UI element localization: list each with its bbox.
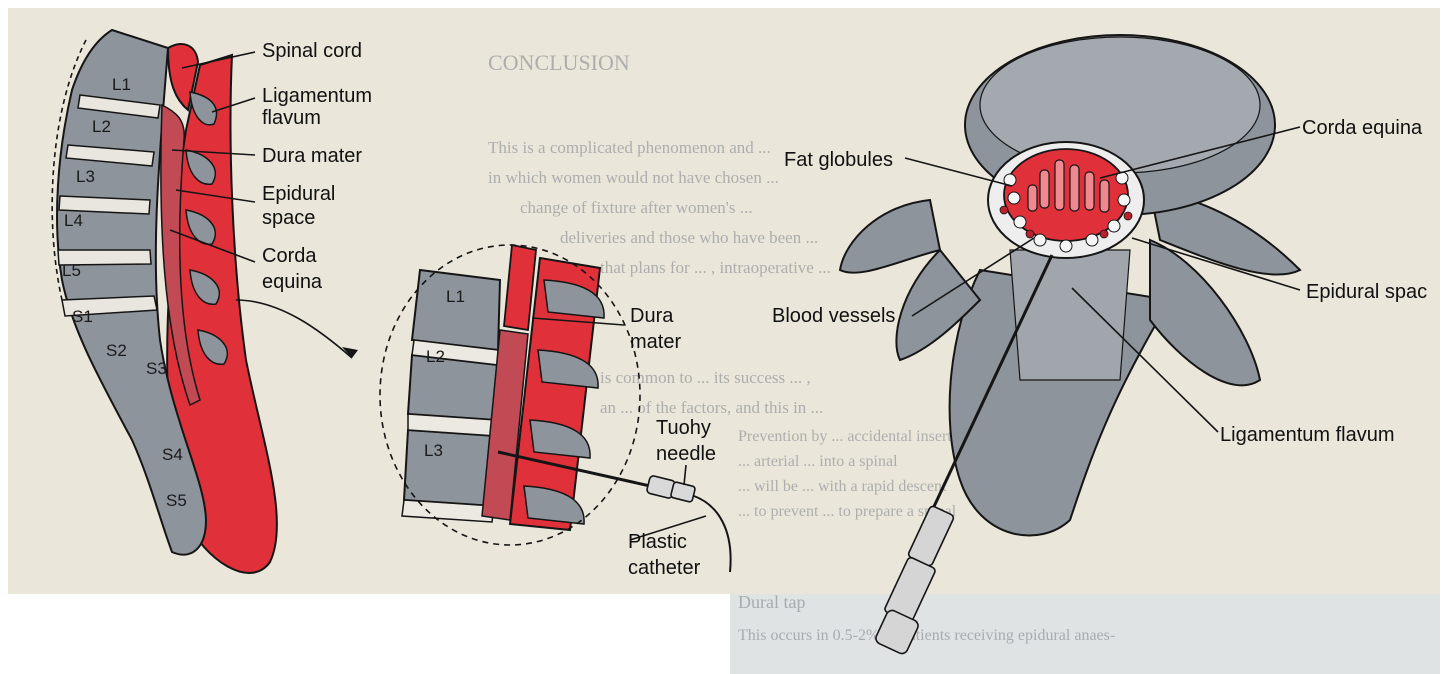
background-heading: CONCLUSION bbox=[488, 50, 630, 75]
label-flavum: flavum bbox=[262, 107, 321, 129]
label-ligamentum: Ligamentum bbox=[262, 85, 372, 107]
label-epidural: Epidural bbox=[262, 183, 335, 205]
label-dura: Dura bbox=[630, 305, 674, 327]
vertebra-label: S5 bbox=[166, 491, 187, 510]
label-needle: needle bbox=[656, 443, 716, 465]
background-line: is common to ... its success ... , bbox=[600, 368, 811, 387]
label-spinal-cord: Spinal cord bbox=[262, 40, 362, 62]
vertebra-label: L1 bbox=[112, 75, 131, 94]
vertebra-label: L3 bbox=[76, 167, 95, 186]
vertebra-label: S2 bbox=[106, 341, 127, 360]
label-catheter: catheter bbox=[628, 557, 701, 579]
label-fat-globules: Fat globules bbox=[784, 149, 893, 171]
vertebra-label: L4 bbox=[64, 211, 83, 230]
label-corda: Corda bbox=[262, 245, 317, 267]
label-dura-mater: Dura mater bbox=[262, 145, 362, 167]
label-space: space bbox=[262, 207, 315, 229]
background-line: This occurs in 0.5-2% of patients receiv… bbox=[738, 627, 1115, 644]
vertebra-label: S1 bbox=[72, 307, 93, 326]
label-plastic: Plastic bbox=[628, 531, 687, 553]
background-line: change of fixture after women's ... bbox=[520, 198, 752, 217]
vertebra-label: L1 bbox=[446, 287, 465, 306]
label-epidural-space: Epidural spac bbox=[1306, 281, 1427, 303]
background-line: an ... of the factors, and this in ... bbox=[600, 398, 823, 417]
background-line: Dural tap bbox=[738, 592, 805, 612]
background-line: in which women would not have chosen ... bbox=[488, 168, 779, 187]
label-corda-equina: Corda equina bbox=[1302, 117, 1423, 139]
background-line: deliveries and those who have been ... bbox=[560, 228, 818, 247]
background-line: ... to prevent ... to prepare a spinal bbox=[738, 503, 957, 520]
label-blood-vessels: Blood vessels bbox=[772, 305, 895, 327]
label-mater: mater bbox=[630, 331, 681, 353]
background-line: This is a complicated phenomenon and ... bbox=[488, 138, 771, 157]
vertebra-label: L2 bbox=[92, 117, 111, 136]
vertebra-label: S3 bbox=[146, 359, 167, 378]
vertebra-label: L3 bbox=[424, 441, 443, 460]
background-line: ... will be ... with a rapid descent bbox=[738, 478, 947, 495]
vertebra-label: S4 bbox=[162, 445, 183, 464]
label-tuohy: Tuohy bbox=[656, 417, 711, 439]
background-line: that plans for ... , intraoperative ... bbox=[600, 258, 831, 277]
label-ligamentum-flavum: Ligamentum flavum bbox=[1220, 424, 1395, 446]
vertebra-label: L5 bbox=[62, 261, 81, 280]
background-line: ... arterial ... into a spinal bbox=[738, 453, 898, 470]
label-equina: equina bbox=[262, 271, 323, 293]
vertebra-label: L2 bbox=[426, 347, 445, 366]
ligamentum-flavum bbox=[1010, 250, 1130, 380]
